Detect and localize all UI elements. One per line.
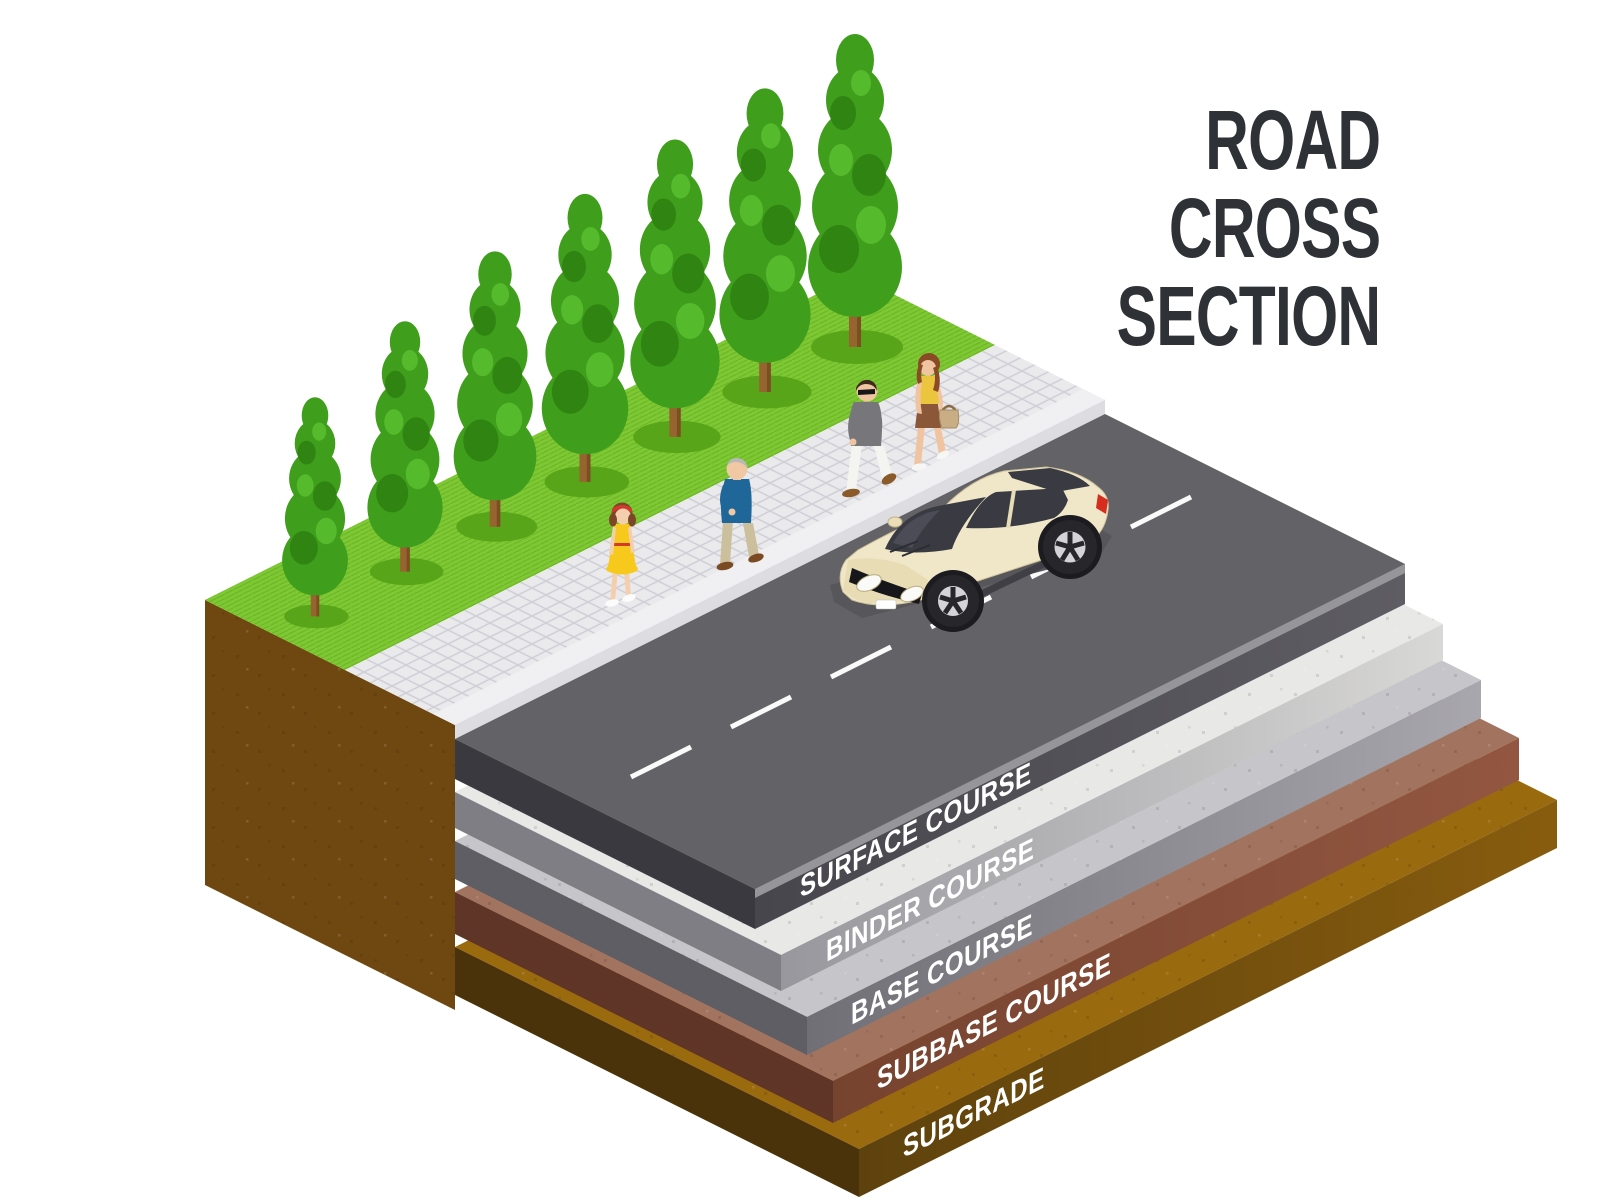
title-line-2: CROSS — [1168, 181, 1381, 275]
page-title: ROAD CROSS SECTION — [1116, 93, 1381, 363]
curb-top — [433, 389, 1105, 725]
road-surface — [455, 414, 1405, 889]
car-side-windows — [966, 488, 1068, 529]
lane-dash — [1129, 494, 1193, 530]
car-license-plate — [875, 599, 897, 610]
base-front-face — [807, 680, 1481, 1055]
title-line-3: SECTION — [1116, 269, 1381, 363]
sweater — [850, 402, 882, 446]
sunglasses — [858, 389, 875, 395]
subbase-left-face — [455, 892, 833, 1123]
car-rear-window — [1008, 468, 1090, 492]
binder-front-face — [781, 624, 1443, 991]
surface-edge-highlight — [755, 564, 1405, 898]
top — [916, 376, 940, 404]
hair — [856, 379, 877, 391]
curb-face — [455, 400, 1105, 739]
car-mirror — [887, 516, 903, 528]
pedestrian-man — [842, 379, 897, 498]
pedestrian-elderly-man — [716, 458, 764, 571]
surface-front-face — [755, 564, 1405, 929]
subbase-front-face — [833, 738, 1519, 1123]
lane-dash — [729, 694, 793, 730]
pedestrian-woman — [911, 353, 960, 471]
car-headlight-right — [900, 585, 924, 603]
lane-dash — [629, 744, 693, 780]
hair — [933, 366, 940, 392]
surface-left-face — [455, 739, 755, 929]
car-windshield-reflection — [893, 510, 940, 548]
title-line-1: ROAD — [1204, 93, 1381, 187]
layer-surface-course: SURFACE COURSE — [455, 414, 1405, 929]
handbag — [938, 409, 960, 429]
subgrade-left-face — [455, 947, 859, 1197]
belt — [612, 542, 632, 546]
car — [830, 466, 1112, 632]
gray-hair — [727, 458, 747, 468]
base-left-face — [455, 841, 807, 1055]
binder-left-face — [455, 792, 781, 991]
dress — [606, 544, 638, 575]
car-b-pillar — [1006, 489, 1016, 529]
car-wipers — [889, 540, 931, 557]
lane-dash — [829, 644, 893, 680]
soil-texture — [205, 600, 455, 1010]
pedestrian-girl — [605, 502, 638, 607]
wheel-spokes — [1055, 532, 1085, 562]
car-rocker-shadow — [973, 560, 1046, 601]
car-headlight-left — [856, 574, 882, 592]
car-wheel-rear — [1038, 515, 1102, 579]
skirt — [915, 404, 941, 428]
subgrade-front-face — [859, 800, 1557, 1197]
car-wheel-front — [922, 570, 984, 632]
car-taillight — [1096, 494, 1108, 514]
soil-block — [205, 600, 455, 1010]
wheel-spokes — [939, 587, 967, 615]
